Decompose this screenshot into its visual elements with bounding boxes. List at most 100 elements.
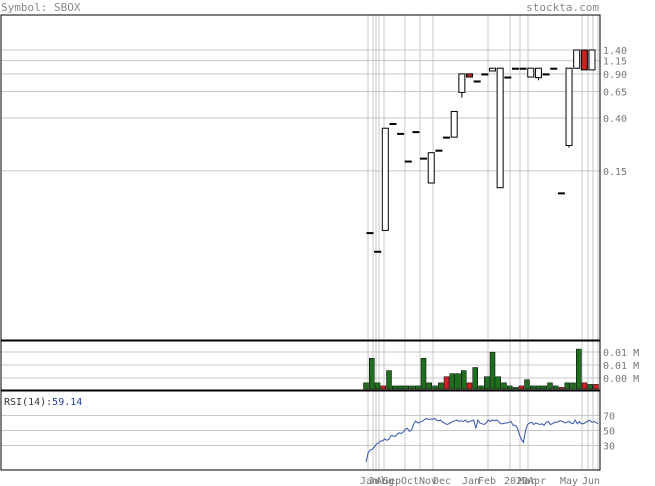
candle-body	[519, 67, 527, 70]
x-tick-label: Jan	[462, 476, 480, 486]
candle	[588, 49, 596, 71]
candle-body	[550, 67, 558, 70]
volume-bar	[432, 385, 438, 390]
candle-body	[458, 73, 466, 93]
volume-bar	[426, 382, 432, 390]
volume-bar	[420, 358, 427, 390]
volume-bar	[397, 385, 404, 390]
volume-bar	[472, 367, 478, 390]
volume-bar	[576, 348, 582, 390]
candle	[488, 67, 496, 72]
volume-bar	[438, 382, 444, 390]
volume-bar	[380, 385, 386, 390]
volume-bar	[524, 379, 530, 390]
candle-body	[397, 132, 405, 135]
candle	[542, 73, 550, 76]
x-tick-label: Apr	[528, 476, 546, 486]
price-tick-label: 0.65	[603, 88, 627, 99]
candle-body	[450, 110, 458, 138]
candle	[573, 49, 581, 69]
candle-body	[488, 67, 496, 72]
candle-body	[427, 152, 435, 184]
price-tick-label: 0.40	[603, 114, 627, 125]
volume-bar	[535, 385, 542, 390]
candle-body	[404, 160, 412, 163]
candle	[481, 73, 489, 76]
x-tick-label: 2020	[504, 476, 528, 486]
candle	[550, 67, 558, 70]
candle-body	[542, 73, 550, 76]
volume-bar	[489, 351, 496, 390]
volume-bar	[581, 382, 588, 390]
volume-bar	[478, 385, 484, 390]
candle	[519, 67, 527, 70]
candle	[443, 136, 451, 139]
candle-body	[420, 157, 428, 160]
candle-body	[573, 49, 581, 69]
volume-bar	[593, 384, 599, 390]
price-tick-label: 0.90	[603, 70, 627, 81]
volume-bar	[564, 382, 570, 390]
candle	[473, 80, 481, 83]
candle-body	[580, 49, 588, 71]
candle	[381, 127, 389, 231]
candle-body	[374, 250, 382, 253]
candle	[427, 152, 435, 184]
volume-bar	[587, 384, 593, 390]
candle-body	[366, 232, 374, 235]
x-tick-label: Oct	[401, 476, 419, 486]
candle-body	[473, 80, 481, 83]
volume-bar	[386, 370, 392, 390]
volume-bar	[501, 382, 507, 390]
volume-bar	[461, 370, 467, 390]
volume-bar	[449, 373, 455, 390]
volume-bar	[455, 373, 461, 390]
candle	[366, 232, 374, 235]
price-tick-label: 0.15	[603, 167, 627, 178]
volume-tick-label: 0.01 M	[603, 348, 639, 359]
site-name: stockta.com	[526, 1, 599, 14]
candle-body	[496, 67, 504, 189]
volume-bar	[369, 358, 375, 390]
candle	[580, 49, 588, 71]
candle-body	[412, 131, 420, 134]
volume-bar	[409, 385, 415, 390]
candle	[397, 132, 405, 135]
volume-bar	[547, 382, 553, 390]
volume-bar	[443, 376, 450, 390]
candle	[420, 157, 428, 160]
candle	[496, 67, 504, 189]
volume-bar	[507, 385, 513, 390]
rsi-tick-label: 30	[603, 442, 615, 453]
candle-body	[381, 127, 389, 231]
rsi-label: RSI(14):	[4, 397, 53, 408]
panel-frame	[0, 14, 601, 341]
volume-bar	[415, 385, 421, 390]
volume-bar	[541, 385, 547, 390]
candle-body	[443, 136, 451, 139]
volume-tick-label: 0.00 M	[603, 374, 639, 385]
candle	[389, 123, 397, 126]
candle	[534, 67, 542, 81]
rsi-line	[365, 417, 599, 463]
candle	[458, 73, 466, 98]
candle-body	[466, 73, 474, 78]
candle-body	[389, 123, 397, 126]
x-tick-label: Mar	[518, 476, 536, 486]
candle	[466, 73, 474, 78]
volume-bar	[363, 382, 369, 390]
x-tick-label: Jun	[582, 476, 600, 486]
volume-bar	[553, 385, 559, 390]
candle	[374, 250, 382, 253]
volume-bar	[518, 385, 524, 390]
candle	[527, 67, 535, 78]
x-tick-label: Sep	[383, 476, 401, 486]
candle-body	[504, 76, 512, 79]
volume-bar	[484, 376, 490, 390]
candle-body	[565, 67, 573, 146]
candle-body	[481, 73, 489, 76]
volume-bar	[466, 382, 473, 390]
candle-body	[534, 67, 542, 79]
